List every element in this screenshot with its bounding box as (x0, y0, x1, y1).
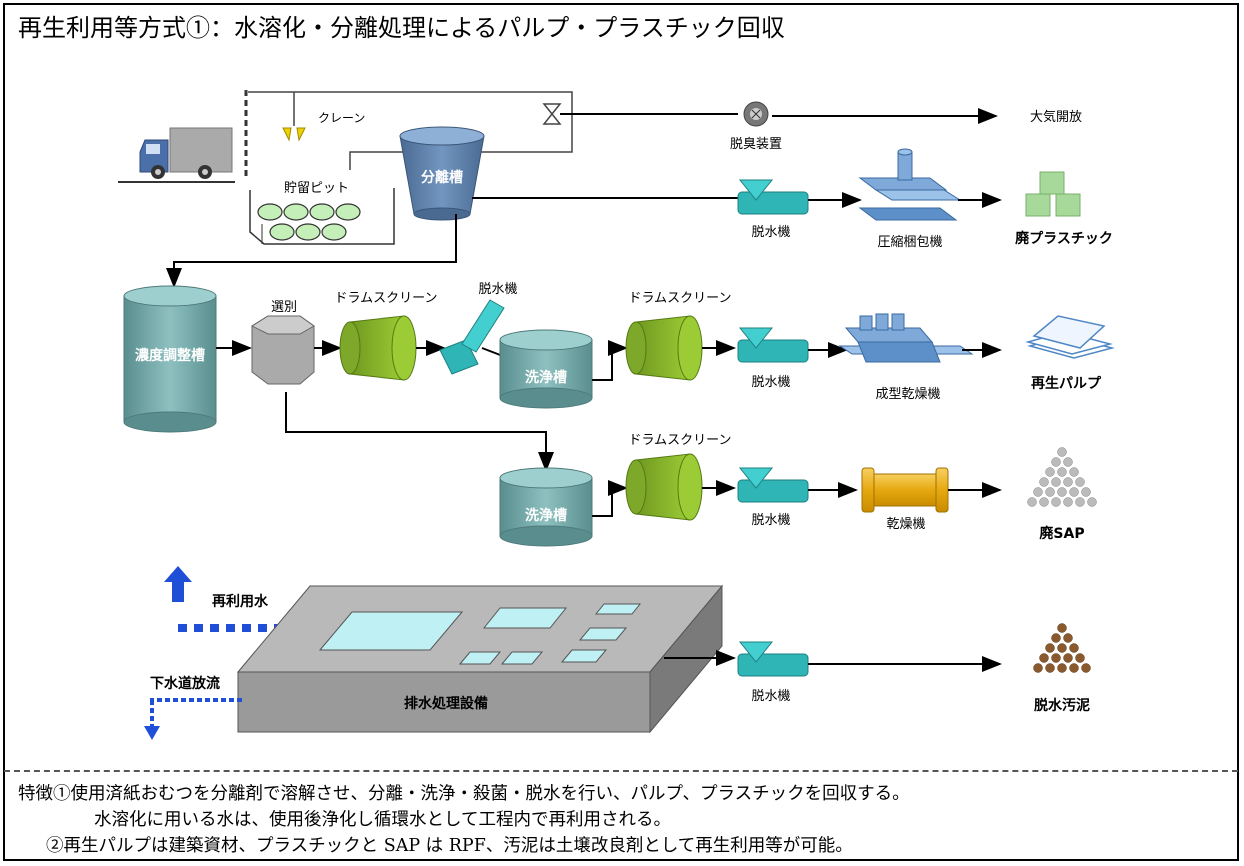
dewaterer-5-label: 脱水機 (751, 689, 790, 704)
waste-sap-icon (1027, 447, 1097, 507)
dewaterer-3-icon (737, 327, 809, 363)
waste-plastic-label: 廃プラスチック (1015, 230, 1113, 247)
separation-tank-label: 分離槽 (421, 169, 463, 186)
crane-label: クレーン (318, 111, 365, 125)
exhaust-duct (245, 90, 573, 170)
concentration-tank-label: 濃度調整槽 (135, 347, 205, 364)
wastewater-facility-label: 排水処理設備 (404, 695, 488, 712)
dewaterer-2-label: 脱水機 (478, 282, 517, 297)
figure-frame (3, 3, 1239, 861)
wastewater-facility (236, 584, 724, 734)
dryer-icon (861, 467, 949, 513)
washing-tank-1-label: 洗浄槽 (525, 369, 567, 386)
reuse-water-arrow (164, 566, 288, 632)
dewaterer-2-icon (439, 299, 505, 375)
dryer-label: 乾燥機 (886, 517, 925, 532)
sorting-unit (250, 315, 315, 385)
drum-screen-3-label: ドラムスクリーン (629, 433, 732, 448)
note-line-1: 特徴①使用済紙おむつを分離剤で溶解させ、分離・洗浄・殺菌・脱水を行い、パルプ、プ… (18, 784, 910, 804)
pit-label: 貯留ピット (284, 181, 349, 196)
drum-screen-3 (625, 453, 703, 521)
dewaterer-1-icon (737, 179, 809, 215)
note-line-2: 水溶化に用いる水は、使用後浄化し循環水として工程内で再利用される。 (94, 810, 671, 830)
dewaterer-4-icon (737, 467, 809, 503)
dewatered-sludge-label: 脱水汚泥 (1034, 697, 1090, 714)
dewaterer-1-label: 脱水機 (751, 225, 790, 240)
crane-icon (282, 92, 306, 142)
compressor-icon (858, 148, 962, 221)
note-line-3: ②再生パルプは建築資材、プラスチックと SAP は RPF、汚泥は土壌改良剤とし… (46, 836, 853, 856)
compressor-label: 圧縮梱包機 (877, 234, 942, 250)
flow-to-drum-screen-3 (592, 480, 628, 517)
flow-to-concentration-tank (166, 214, 457, 288)
separation-tank (399, 126, 485, 221)
dewatered-sludge-icon (1033, 623, 1091, 673)
drum-screen-2 (625, 315, 703, 381)
storage-pit (249, 188, 395, 245)
recycled-pulp-label: 再生パルプ (1031, 375, 1102, 392)
atmosphere-label: 大気開放 (1030, 109, 1082, 125)
deodorizer-icon (743, 101, 769, 127)
molding-dryer-label: 成型乾燥機 (875, 387, 940, 402)
washing-tank-2-label: 洗浄槽 (525, 507, 567, 524)
washing-tank-2 (499, 467, 593, 547)
dewaterer-3-label: 脱水機 (751, 375, 790, 390)
process-flow-diagram: クレーン 貯留ピット 分離槽 脱臭装置 大気開放 脱水機 (118, 90, 1115, 740)
drum-screen-2-label: ドラムスクリーン (629, 291, 732, 306)
reuse-water-label: 再利用水 (212, 593, 269, 610)
sorting-label: 選別 (271, 300, 297, 315)
sewer-discharge-arrow (144, 698, 242, 740)
waste-plastic-icon (1025, 171, 1081, 217)
notes-divider (4, 770, 1238, 772)
flow-to-washing-tank-2 (285, 392, 554, 472)
concentration-tank (123, 285, 217, 433)
dewaterer-4-label: 脱水機 (751, 513, 790, 528)
truck-icon (118, 127, 235, 183)
sewer-discharge-label: 下水道放流 (150, 675, 220, 692)
molding-dryer-icon (838, 313, 974, 363)
recycled-pulp-icon (1025, 315, 1115, 359)
page-title: 再生利用等方式①：水溶化・分離処理によるパルプ・プラスチック回収 (18, 14, 785, 42)
waste-sap-label: 廃SAP (1039, 525, 1084, 542)
deodorizer-label: 脱臭装置 (730, 137, 782, 152)
washing-tank-1 (499, 329, 593, 409)
valve-icon (542, 103, 562, 125)
dewaterer-5-icon (737, 641, 809, 677)
drum-screen-1 (339, 315, 417, 381)
flow-to-drum-screen-2 (592, 340, 628, 381)
drum-screen-1-label: ドラムスクリーン (335, 291, 438, 306)
